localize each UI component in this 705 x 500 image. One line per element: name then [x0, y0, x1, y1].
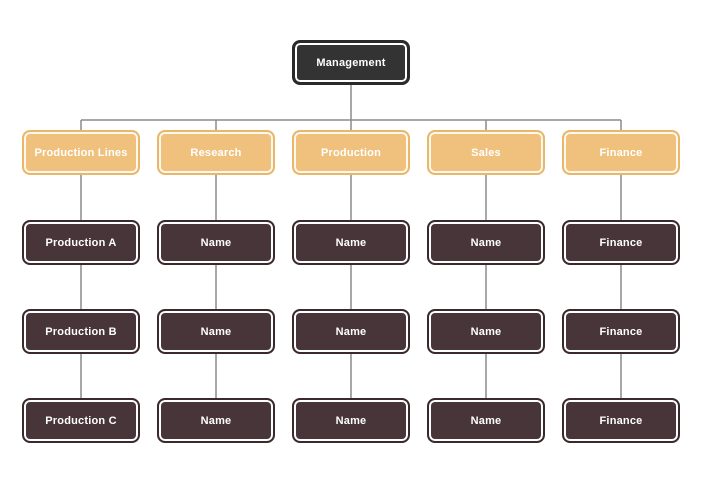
org-node-management: Management [292, 40, 410, 85]
member-research-1: Name [157, 220, 275, 265]
member-research-3: Name [157, 398, 275, 443]
dept-production-lines: Production Lines [22, 130, 140, 175]
member-finance-1: Finance [562, 220, 680, 265]
member-finance-2: Finance [562, 309, 680, 354]
dept-sales: Sales [427, 130, 545, 175]
member-production-b: Production B [22, 309, 140, 354]
member-production-a: Production A [22, 220, 140, 265]
member-finance-3: Finance [562, 398, 680, 443]
member-sales-2: Name [427, 309, 545, 354]
member-sales-1: Name [427, 220, 545, 265]
dept-finance: Finance [562, 130, 680, 175]
member-research-2: Name [157, 309, 275, 354]
member-sales-3: Name [427, 398, 545, 443]
member-production-2: Name [292, 309, 410, 354]
dept-production: Production [292, 130, 410, 175]
member-production-3: Name [292, 398, 410, 443]
dept-research: Research [157, 130, 275, 175]
member-production-c: Production C [22, 398, 140, 443]
member-production-1: Name [292, 220, 410, 265]
